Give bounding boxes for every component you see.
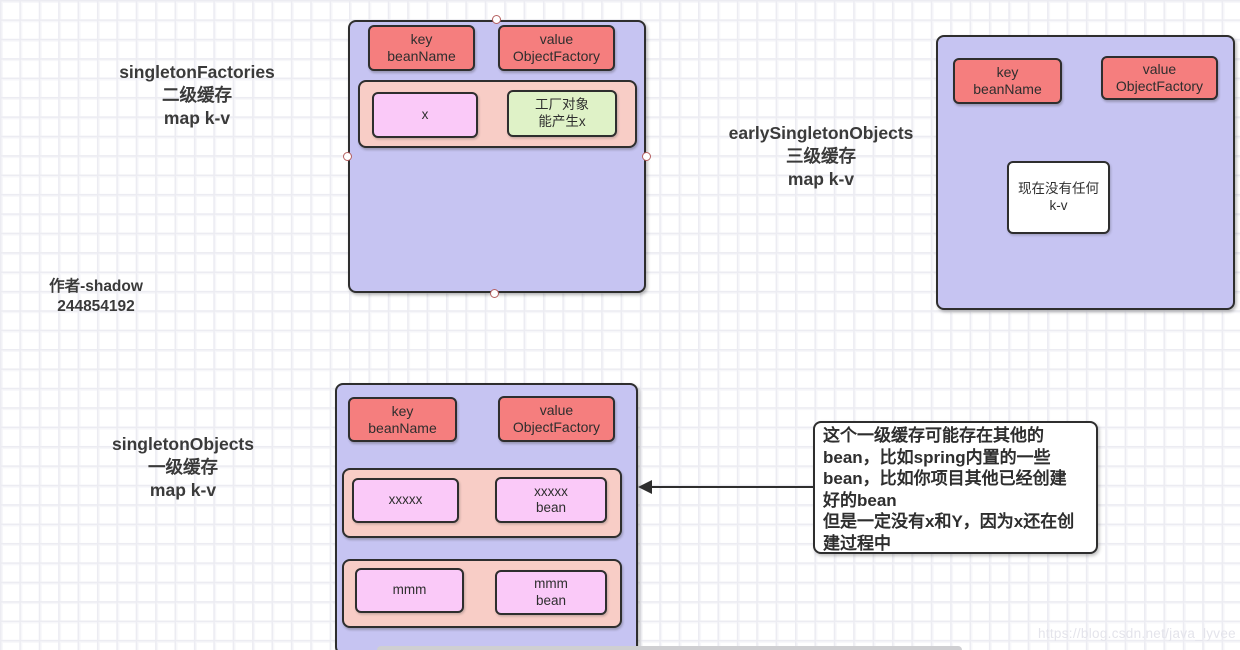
empty-note-box[interactable]: 现在没有任何 k-v	[1007, 161, 1110, 234]
label-singleton-factories[interactable]: singletonFactories 二级缓存 map k-v	[119, 62, 275, 128]
key-header[interactable]: key beanName	[368, 25, 475, 71]
connection-handle-top[interactable]	[492, 15, 501, 24]
value-header[interactable]: value ObjectFactory	[1101, 56, 1218, 100]
key-header[interactable]: key beanName	[348, 397, 457, 442]
key-header[interactable]: key beanName	[953, 58, 1062, 104]
partial-shape-edge[interactable]	[377, 646, 962, 650]
label-singleton-objects[interactable]: singletonObjects 一级缓存 map k-v	[112, 434, 254, 500]
singleton-factories-box[interactable]: key beanName value ObjectFactory x 工厂对象 …	[348, 20, 646, 293]
entry-value-cell[interactable]: mmm bean	[495, 570, 607, 615]
entry-key-cell[interactable]: mmm	[355, 568, 464, 613]
connection-handle-right[interactable]	[642, 152, 651, 161]
entry-key-cell[interactable]: x	[372, 92, 478, 138]
entry-value-cell[interactable]: xxxxx bean	[495, 477, 607, 523]
annotation-arrow-head	[638, 480, 652, 494]
label-early-singleton-objects[interactable]: earlySingletonObjects 三级缓存 map k-v	[728, 123, 914, 189]
annotation-arrow-line[interactable]	[650, 486, 813, 488]
entry-value-cell[interactable]: 工厂对象 能产生x	[507, 90, 617, 137]
singleton-objects-box[interactable]: key beanName value ObjectFactory xxxxx x…	[335, 383, 638, 650]
map-entry-row[interactable]: x 工厂对象 能产生x	[358, 80, 637, 148]
map-entry-row[interactable]: mmm mmm bean	[342, 559, 622, 628]
annotation-note[interactable]: 这个一级缓存可能存在其他的 bean，比如spring内置的一些 bean，比如…	[813, 421, 1098, 554]
entry-key-cell[interactable]: xxxxx	[352, 478, 459, 523]
early-singleton-objects-box[interactable]: key beanName value ObjectFactory 现在没有任何 …	[936, 35, 1235, 310]
connection-handle-left[interactable]	[343, 152, 352, 161]
author-text[interactable]: 作者-shadow 244854192	[49, 278, 143, 315]
value-header[interactable]: value ObjectFactory	[498, 25, 615, 71]
map-entry-row[interactable]: xxxxx xxxxx bean	[342, 468, 622, 538]
connection-handle-bottom[interactable]	[490, 289, 499, 298]
value-header[interactable]: value ObjectFactory	[498, 396, 615, 442]
watermark-text: https://blog.csdn.net/java_lyvee	[1038, 626, 1236, 641]
